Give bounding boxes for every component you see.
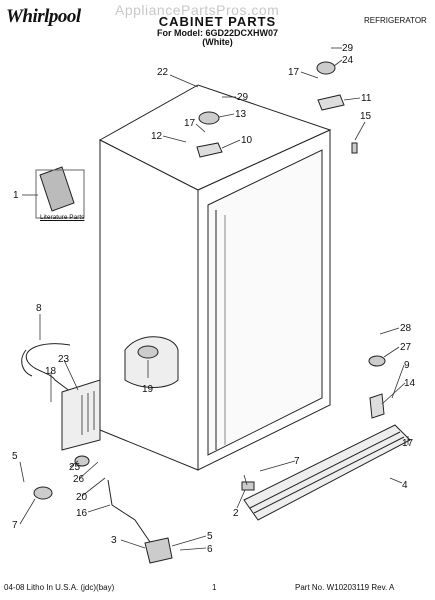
callout-25: 25 [69,462,81,473]
callout-8: 8 [36,303,42,314]
rear-panel-23 [61,379,101,451]
callout-29-mid: 29 [237,92,249,103]
footer-part-number: Part No. W10203119 Rev. A [295,583,395,592]
footer-litho: 04-08 Litho In U.S.A. (jdc)(bay) [4,583,115,592]
callout-5-left: 5 [12,451,18,462]
callout-2: 3 [111,535,117,546]
callout-7-left: 26 [73,474,85,485]
callout-13: 13 [235,109,247,120]
callout-5-bottom: 6 [207,544,213,555]
fitting-25 [74,455,90,467]
callout-17-right: 17 [402,438,414,449]
callout-4: 7 [12,520,18,531]
grille-rib-1 [249,431,401,509]
callout-23: 23 [58,354,70,365]
callout-6: 2 [233,508,239,519]
callout-9: 9 [404,360,410,371]
leveler-27 [368,355,386,367]
switch-4 [33,486,53,500]
callout-12: 12 [151,131,163,142]
hinge-cover-13 [198,111,220,125]
callout-16: 4 [402,480,408,491]
callout-26: 20 [76,492,88,503]
callout-10: 10 [241,135,253,146]
page-title: CABINET PARTS [158,14,277,29]
power-cord-coil [21,349,33,377]
whirlpool-logo: Whirlpool [6,6,81,27]
callout-17-mid: 17 [184,118,196,129]
water-valve-2 [144,537,173,564]
callout-3: 5 [207,531,213,542]
callout-24: 24 [342,55,354,66]
callout-11: 11 [361,93,372,104]
callout-18: 18 [45,366,57,377]
category-label: REFRIGERATOR [364,16,427,25]
literature-parts-label: Literature Parts [40,214,85,221]
hinge-bracket-11 [317,94,345,111]
bracket-6 [241,481,255,491]
dispenser-housing-19 [124,336,179,388]
footer-page-number: 1 [212,583,217,592]
dispenser-fitting [137,345,159,359]
water-line-20 [107,479,151,543]
literature-box [35,169,85,219]
callout-14: 14 [404,378,416,389]
model-line: For Model: 6GD22DCXHW07 [156,28,279,38]
callout-22: 22 [157,67,169,78]
hinge-bracket-10 [196,142,223,158]
callout-7-right: 7 [294,456,300,467]
cabinet-opening [207,149,323,456]
model-variant: (White) [202,37,233,47]
callout-27: 27 [400,342,412,353]
callout-19: 19 [142,384,154,395]
bracket-14 [369,393,385,419]
watermark: AppliancePartsPros.com [115,2,280,18]
callout-29-top: 29 [342,43,354,54]
callout-17-top: 17 [288,67,300,78]
plug-15 [351,142,358,154]
callout-15: 15 [360,111,372,122]
cabinet-side-panel [99,139,199,471]
base-grille-16 [243,424,411,521]
callout-28: 28 [400,323,412,334]
callout-20: 16 [76,508,88,519]
callout-1: 1 [13,190,19,201]
hinge-cover-24 [316,61,336,75]
literature-booklet [39,166,75,212]
grille-rib-2 [253,436,405,514]
